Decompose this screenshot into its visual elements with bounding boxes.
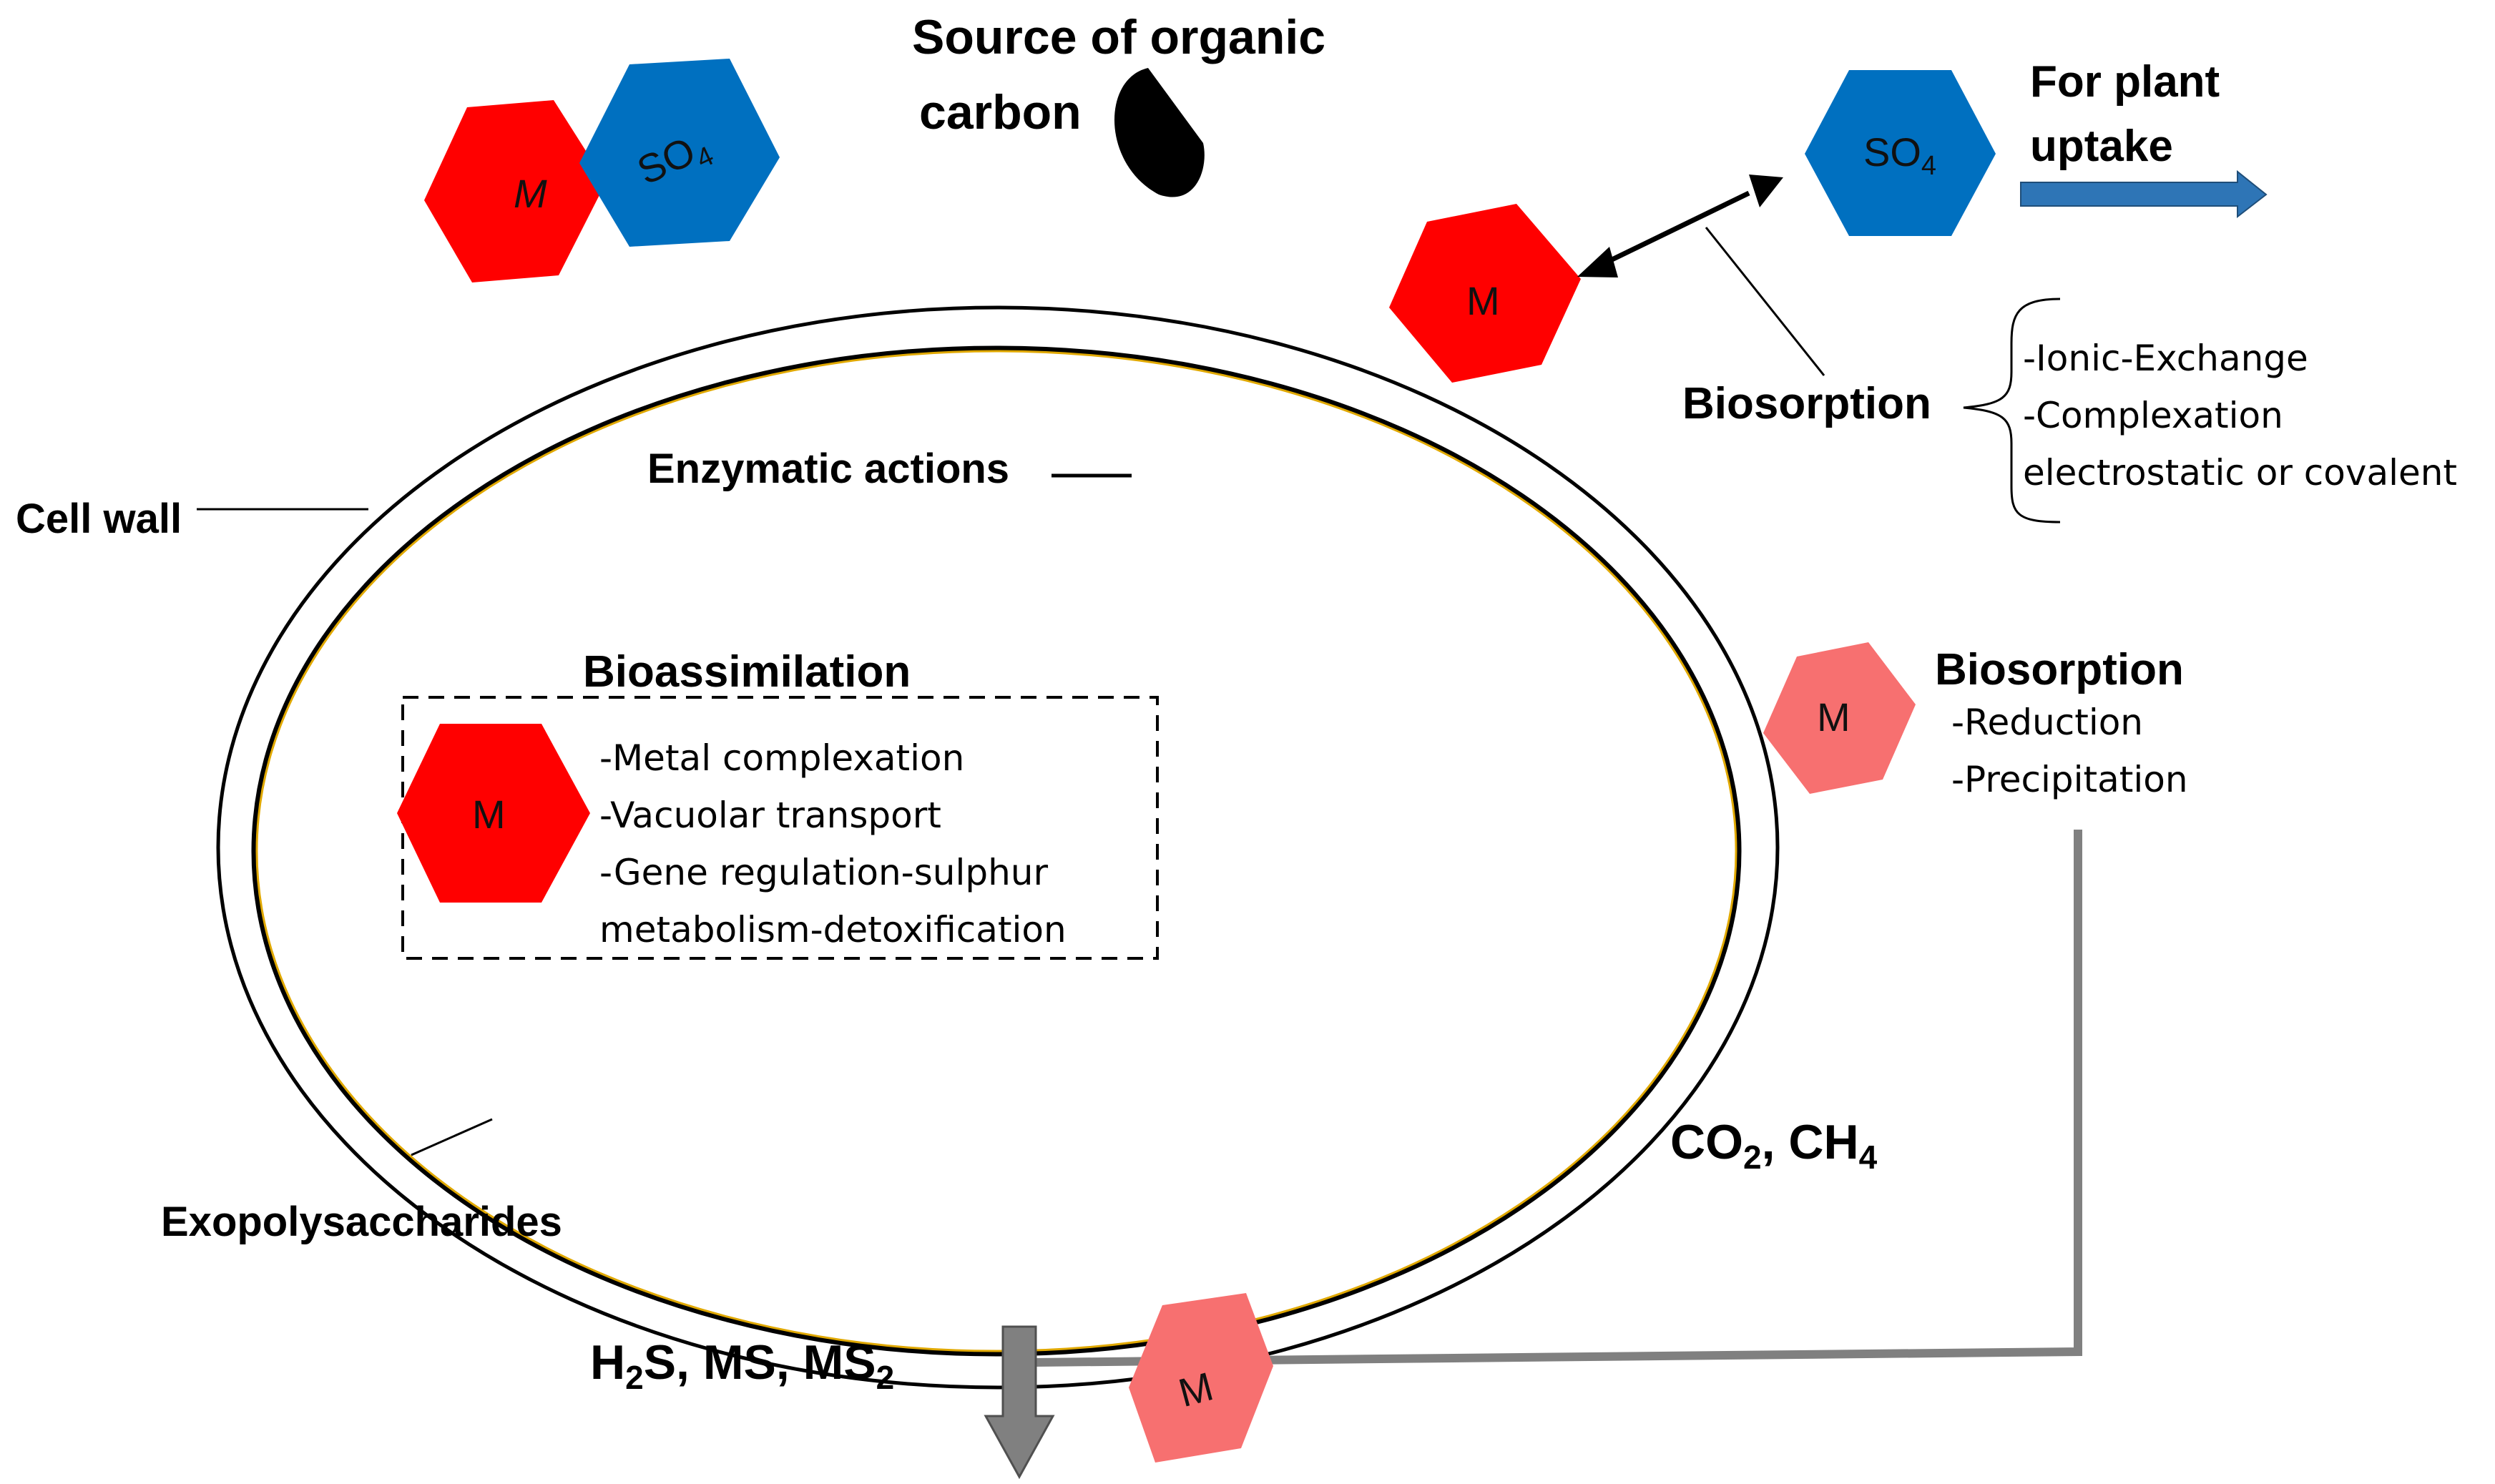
biosorption-brace — [1963, 298, 2061, 524]
exopolysaccharides-leader-line — [411, 1118, 493, 1156]
plant-uptake-arrow — [2020, 169, 2268, 219]
precipitation-connector — [1033, 830, 2082, 1367]
cell-wall-label: Cell wall — [16, 496, 182, 542]
exopolysaccharides-label: Exopolysaccharides — [161, 1199, 562, 1245]
metal-hexagon-light-right — [1763, 642, 1916, 794]
metal-label: M — [514, 171, 547, 216]
bioassimilation-item: -Vacuolar transport — [599, 795, 941, 836]
metal-hexagon-topleft — [424, 100, 606, 282]
biosorption-leader-line — [1705, 227, 1825, 376]
sulfate-hexagon-plant — [1805, 70, 1996, 236]
gases-label: CO2, CH4 — [1670, 1115, 1878, 1176]
metal-hexagon-light-bottom — [1129, 1293, 1273, 1463]
sulfate-label: SO4 — [1863, 129, 1936, 181]
arrowhead-right — [1749, 175, 1783, 207]
arrowhead-left — [1577, 247, 1618, 277]
biosorption-top-label: Biosorption — [1682, 379, 1931, 428]
metal-label: M — [1817, 694, 1851, 739]
source-label-line2: carbon — [919, 85, 1082, 139]
metal-label: M — [472, 792, 506, 837]
biosorption-item: -Ionic-Exchange — [2023, 338, 2308, 379]
sulfides-label: H2S, MS, MS2 — [590, 1335, 894, 1396]
biosorption-right-label: Biosorption — [1935, 645, 2184, 694]
plant-uptake-line1: For plant — [2030, 57, 2220, 107]
source-label-line1: Source of organic — [912, 10, 1325, 64]
cell-membrane-highlight — [255, 350, 1737, 1352]
bioassimilation-item: -Gene regulation-sulphur — [599, 852, 1048, 893]
exchange-double-arrow — [1597, 190, 1750, 269]
sulfate-hexagon-topleft — [579, 59, 780, 247]
bioassimilation-item: metabolism-detoxification — [599, 909, 1067, 950]
biosorption-item: electrostatic or covalent — [2023, 452, 2457, 493]
bioassimilation-box — [401, 696, 1159, 960]
bioassimilation-label: Bioassimilation — [583, 647, 911, 697]
cell-wall-outer — [216, 305, 1780, 1390]
organic-carbon-drop-icon — [1114, 68, 1205, 197]
biosorption-item: -Complexation — [2023, 395, 2283, 436]
metal-label: M — [1466, 278, 1500, 323]
enzymatic-actions-label: Enzymatic actions — [647, 446, 1009, 492]
metal-hexagon-inside — [397, 724, 590, 903]
sulfide-down-arrow — [984, 1325, 1055, 1480]
cell-membrane-inner — [251, 345, 1742, 1357]
biosorption-right-item: -Reduction — [1951, 702, 2143, 743]
metal-hexagon-wall — [1389, 204, 1581, 383]
bioassimilation-item: -Metal complexation — [599, 737, 964, 779]
biosorption-right-item: -Precipitation — [1951, 759, 2188, 800]
plant-uptake-line2: uptake — [2030, 122, 2173, 171]
